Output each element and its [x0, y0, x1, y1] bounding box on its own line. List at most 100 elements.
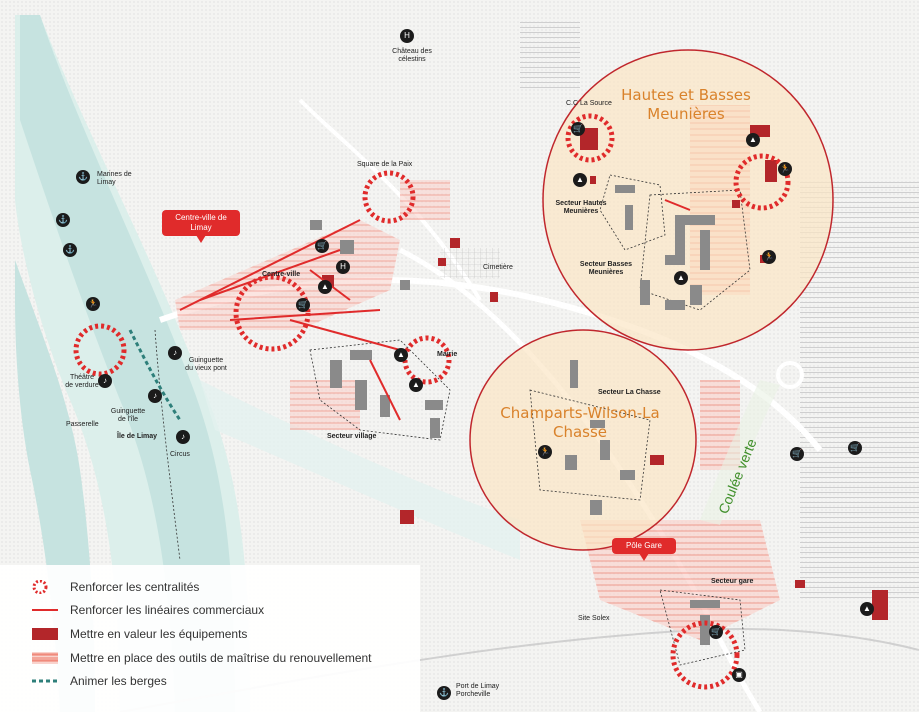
label-mairie: Mairie — [437, 351, 458, 358]
sport-icon: 🏃 — [778, 162, 792, 176]
label-chateau-line2: célestins — [398, 56, 426, 63]
shop-icon: 🛒 — [296, 298, 310, 312]
zone-title-hautes-line2: Meunières — [647, 105, 725, 123]
guinguette-icon: ♪ — [148, 389, 162, 403]
sport-icon: 🏃 — [86, 297, 100, 311]
label-marines-line2: Limay — [97, 179, 116, 186]
label-theatre-line2: de verdure — [65, 382, 99, 389]
zone-title-champarts-line2: Chasse — [552, 423, 608, 441]
red-line-icon — [32, 609, 58, 611]
callout-centre-ville-line1: Centre-ville de — [175, 213, 227, 222]
label-circus: Circus — [170, 451, 190, 458]
sport-icon: 🏃 — [762, 250, 776, 264]
hat-icon: ▲ — [573, 173, 587, 187]
label-site-solex: Site Solex — [578, 615, 610, 622]
shop-icon: 🛒 — [709, 625, 723, 639]
hospital-icon: H — [336, 260, 350, 274]
legend-row-equipements: Mettre en valeur les équipements — [30, 626, 247, 642]
hat-icon: ▲ — [394, 348, 408, 362]
label-port-line2: Porcheville — [456, 691, 491, 698]
label-secteur-gare: Secteur gare — [711, 578, 754, 585]
cemetery-grid — [440, 248, 500, 278]
secteur-gare-outline — [659, 589, 746, 666]
bus-icon: ▣ — [732, 668, 746, 682]
shop-icon: 🛒 — [315, 239, 329, 253]
zone-title-champarts-line1: Champarts-Wilson-La — [500, 404, 660, 422]
hatched-pink-icon — [32, 652, 58, 664]
dashed-circle-icon — [32, 580, 48, 594]
label-cc-la-source: C.C La Source — [566, 100, 612, 107]
anchor-icon: ⚓ — [76, 170, 90, 184]
guinguette-icon: ♪ — [168, 346, 182, 360]
hat-icon: ▲ — [746, 133, 760, 147]
chateau-icon: H — [400, 29, 414, 43]
legend-label-centralites: Renforcer les centralités — [70, 580, 200, 594]
label-marines: Marines de Limay — [97, 171, 132, 187]
callout-pole-gare-text: Pôle Gare — [625, 541, 663, 550]
legend-row-lineaires: Renforcer les linéaires commerciaux — [30, 602, 264, 618]
label-secteur-village: Secteur village — [327, 433, 377, 440]
label-guinguette-ile-line2: de l'île — [117, 416, 138, 423]
label-cimetiere: Cimetière — [483, 264, 513, 271]
hat-icon: ▲ — [318, 280, 332, 294]
legend-label-renouvellement: Mettre en place des outils de maîtrise d… — [70, 651, 372, 665]
zone-title-hautes-line1: Hautes et Basses — [621, 86, 751, 104]
label-secteur-basses-line1: Secteur Basses — [579, 261, 633, 268]
zone-champarts-wilson — [469, 329, 697, 551]
dark-red-square-icon — [32, 628, 58, 640]
renewal-area-village — [290, 380, 360, 430]
secteur-hautes-outline — [599, 174, 666, 251]
callout-pole-gare: Pôle Gare — [612, 538, 676, 561]
roundabout — [776, 361, 804, 389]
label-secteur-hautes-line2: Meunières — [563, 208, 599, 215]
label-port: Port de Limay Porcheville — [456, 683, 499, 699]
callout-centre-ville-line2: Limay — [190, 223, 212, 232]
label-secteur-hautes-line1: Secteur Hautes — [555, 200, 607, 207]
hat-icon: ▲ — [409, 378, 423, 392]
legend-row-berges: Animer les berges — [30, 673, 167, 689]
secteur-village-outline — [309, 339, 451, 441]
sport-icon: 🏃 — [538, 445, 552, 459]
seine-river — [20, 15, 235, 712]
riverside-green — [200, 380, 520, 560]
legend-row-centralites: Renforcer les centralités — [30, 579, 199, 595]
secteur-la-chasse-outline — [529, 389, 651, 501]
centrality-circles — [73, 113, 791, 690]
label-ile-de-limay: Île de Limay — [117, 433, 158, 440]
label-theatre-line1: Théâtre — [69, 374, 95, 381]
anchor-icon: ⚓ — [63, 243, 77, 257]
hat-icon: ▲ — [860, 602, 874, 616]
legend-label-berges: Animer les berges — [70, 674, 167, 688]
label-port-line1: Port de Limay — [456, 683, 500, 690]
legend-label-equipements: Mettre en valeur les équipements — [70, 627, 248, 641]
teal-dashed-line-icon — [32, 679, 58, 683]
zone-title-champarts: Champarts-Wilson-La Chasse — [485, 404, 675, 442]
label-square-paix: Square de la Paix — [357, 161, 413, 168]
berges-line — [128, 329, 182, 421]
hatched-area-north — [520, 20, 580, 90]
buildings — [310, 185, 720, 645]
label-chateau-line1: Château des — [392, 48, 432, 55]
label-secteur-hautes: Secteur Hautes Meunières — [546, 200, 616, 216]
hat-icon: ▲ — [674, 271, 688, 285]
label-centre-ville: Centre-ville — [262, 271, 301, 278]
renewal-area-paix — [400, 180, 450, 220]
legend-label-lineaires: Renforcer les linéaires commerciaux — [70, 603, 265, 617]
label-guinguette-vieux: Guinguette du vieux pont — [176, 357, 236, 373]
callout-centre-ville: Centre-ville de Limay — [162, 210, 240, 243]
label-guinguette-vieux-line2: du vieux pont — [185, 365, 227, 372]
anchor-icon: ⚓ — [56, 213, 70, 227]
label-guinguette-ile: Guinguette de l'île — [106, 408, 150, 424]
label-marines-line1: Marines de — [97, 171, 132, 178]
equipment-buildings — [322, 125, 888, 620]
ile-path — [154, 329, 181, 561]
secteur-basses-outline — [639, 189, 751, 311]
theatre-icon: ♪ — [98, 374, 112, 388]
label-chateau: Château des célestins — [382, 48, 442, 64]
label-guinguette-ile-line1: Guinguette — [110, 408, 146, 415]
zone-title-hautes-basses: Hautes et Basses Meunières — [596, 86, 776, 124]
shop-icon: 🛒 — [848, 441, 862, 455]
coulee-verte-band — [700, 380, 780, 525]
